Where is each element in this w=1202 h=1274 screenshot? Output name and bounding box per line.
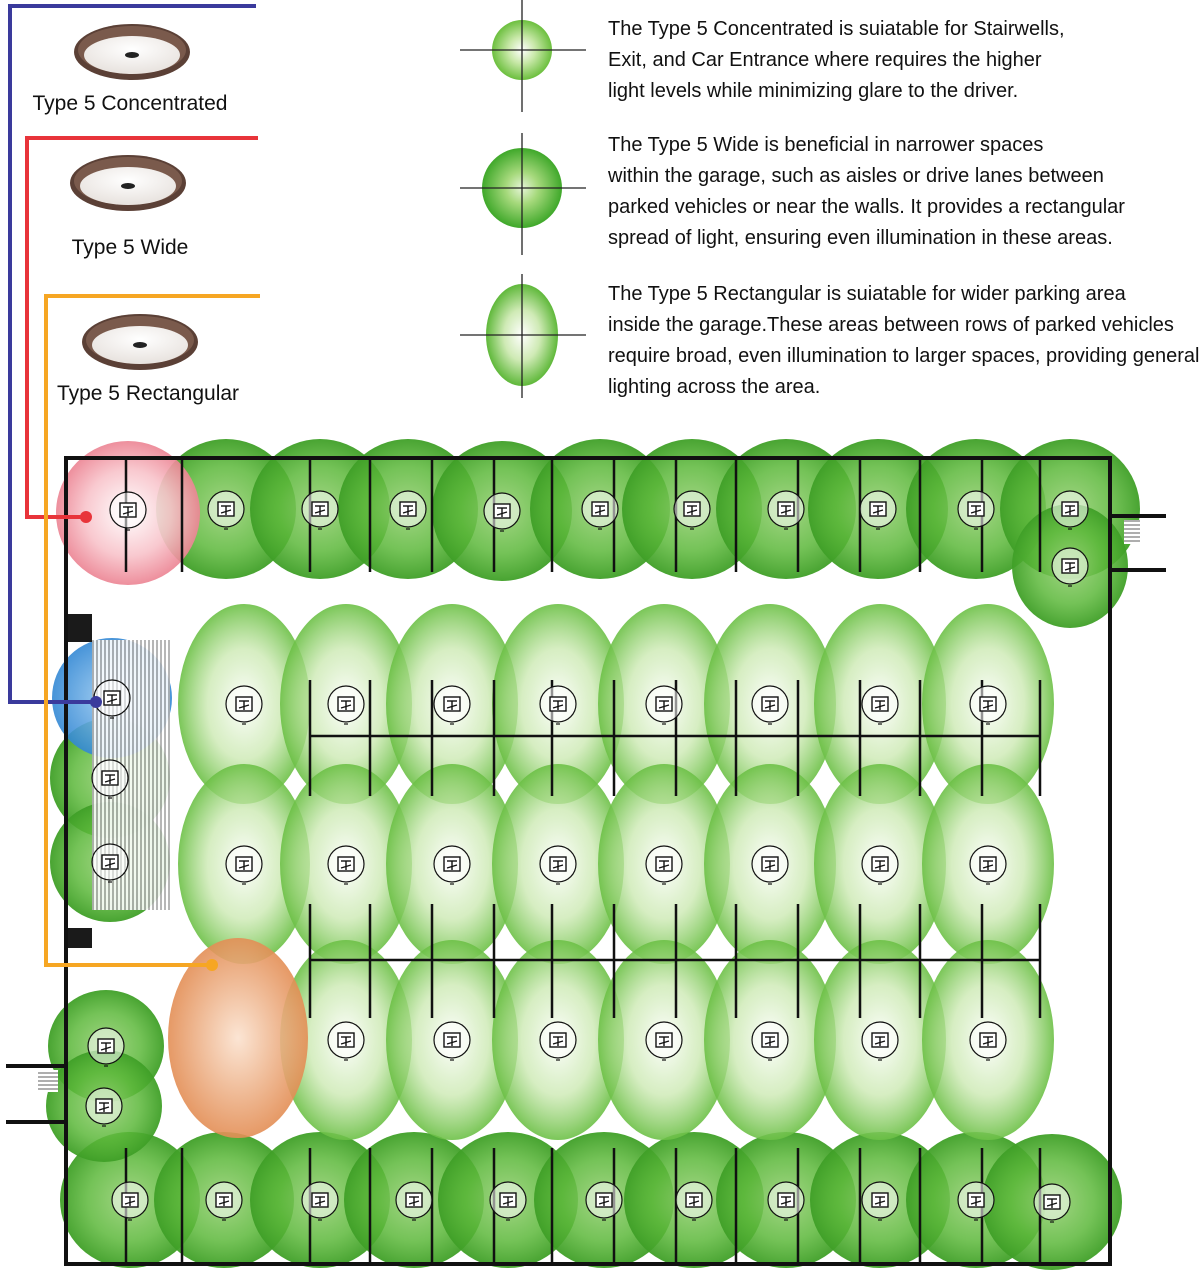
descriptions: The Type 5 Concentrated is suiatable for… [607,18,1202,398]
wide-leader-line [25,136,258,519]
fixture-symbol-38 [539,845,577,885]
fixture-symbol-26 [85,1087,123,1127]
garage-outer-wall [64,456,1112,1266]
fixture-symbol-7 [767,490,805,530]
rectangular-description: The Type 5 Rectangular is suiatable for … [608,283,1202,398]
fixture-symbol-51 [93,679,131,719]
fixture-symbol-9 [957,490,995,530]
fixture-symbol-3 [389,490,427,530]
concentrated-description: The Type 5 Concentrated is suiatable for… [608,18,1070,102]
fixture-symbol-27 [225,685,263,725]
leader-lines [8,4,260,971]
fixture-symbol-15 [395,1181,433,1221]
wide-label: Type 5 Wide [72,236,189,259]
fixture-symbol-41 [861,845,899,885]
fixture-symbols [85,490,1089,1223]
concentrated-pattern [460,0,586,112]
rectangular-pattern [460,274,586,398]
fixture-symbol-32 [751,685,789,725]
fixture-symbol-17 [585,1181,623,1221]
fixture-symbol-43 [327,1021,365,1061]
fixture-symbol-49 [969,1021,1007,1061]
fixture-symbol-13 [205,1181,243,1221]
garage-floor-plan [6,439,1166,1270]
fixture-symbol-30 [539,685,577,725]
fixture-symbol-20 [861,1181,899,1221]
fixture-symbol-4 [483,492,521,532]
fixture-symbol-16 [489,1181,527,1221]
wide-description: The Type 5 Wide is beneficial in narrowe… [607,134,1131,249]
fixture-symbol-23 [91,759,129,799]
fixture-symbol-5 [581,490,619,530]
fixture-symbol-14 [301,1181,339,1221]
fixture-symbol-36 [327,845,365,885]
concentrated-label: Type 5 Concentrated [33,92,228,115]
fixture-symbol-12 [111,1181,149,1221]
fixture-symbol-18 [675,1181,713,1221]
fixture-symbol-6 [673,490,711,530]
wide-fixture-icon [70,155,186,211]
fixture-symbol-29 [433,685,471,725]
distribution-legend [460,0,586,398]
concentrated-leader-dot [90,696,102,708]
wide-pattern [460,133,586,255]
fixture-symbol-22 [1033,1183,1071,1223]
fixture-symbol-28 [327,685,365,725]
fixture-symbol-40 [751,845,789,885]
fixture-symbol-45 [539,1021,577,1061]
fixture-symbol-35 [225,845,263,885]
fixture-symbol-34 [969,685,1007,725]
left-entrance [6,1064,66,1124]
fixture-symbol-50 [109,491,147,531]
fixture-symbol-44 [433,1021,471,1061]
fixture-symbol-8 [859,490,897,530]
fixture-symbol-2 [301,490,339,530]
concentrated-leader-line [8,4,256,704]
fixture-symbol-48 [861,1021,899,1061]
fixture-symbol-1 [207,490,245,530]
fixture-symbol-31 [645,685,683,725]
fixture-symbol-42 [969,845,1007,885]
fixture-symbol-37 [433,845,471,885]
fixture-legend: Type 5 Concentrated Type 5 Wide Type 5 R… [33,24,239,405]
fixture-symbol-39 [645,845,683,885]
rectangular-highlight-pool [168,938,308,1138]
rectangular-fixture-icon [82,314,198,370]
fixture-symbol-47 [751,1021,789,1061]
fixture-symbol-10 [1051,490,1089,530]
rectangular-leader-line [44,294,260,967]
parking-stalls [124,460,1042,1262]
right-entrance [1110,514,1166,572]
wide-leader-dot [80,511,92,523]
fixture-symbol-24 [91,843,129,883]
fixture-symbol-21 [957,1181,995,1221]
rectangular-leader-dot [206,959,218,971]
fixture-symbol-19 [767,1181,805,1221]
fixture-symbol-46 [645,1021,683,1061]
rectangular-label: Type 5 Rectangular [57,382,239,405]
fixture-symbol-25 [87,1027,125,1067]
fixture-symbol-11 [1051,547,1089,587]
concentrated-fixture-icon [74,24,190,80]
fixture-symbol-33 [861,685,899,725]
